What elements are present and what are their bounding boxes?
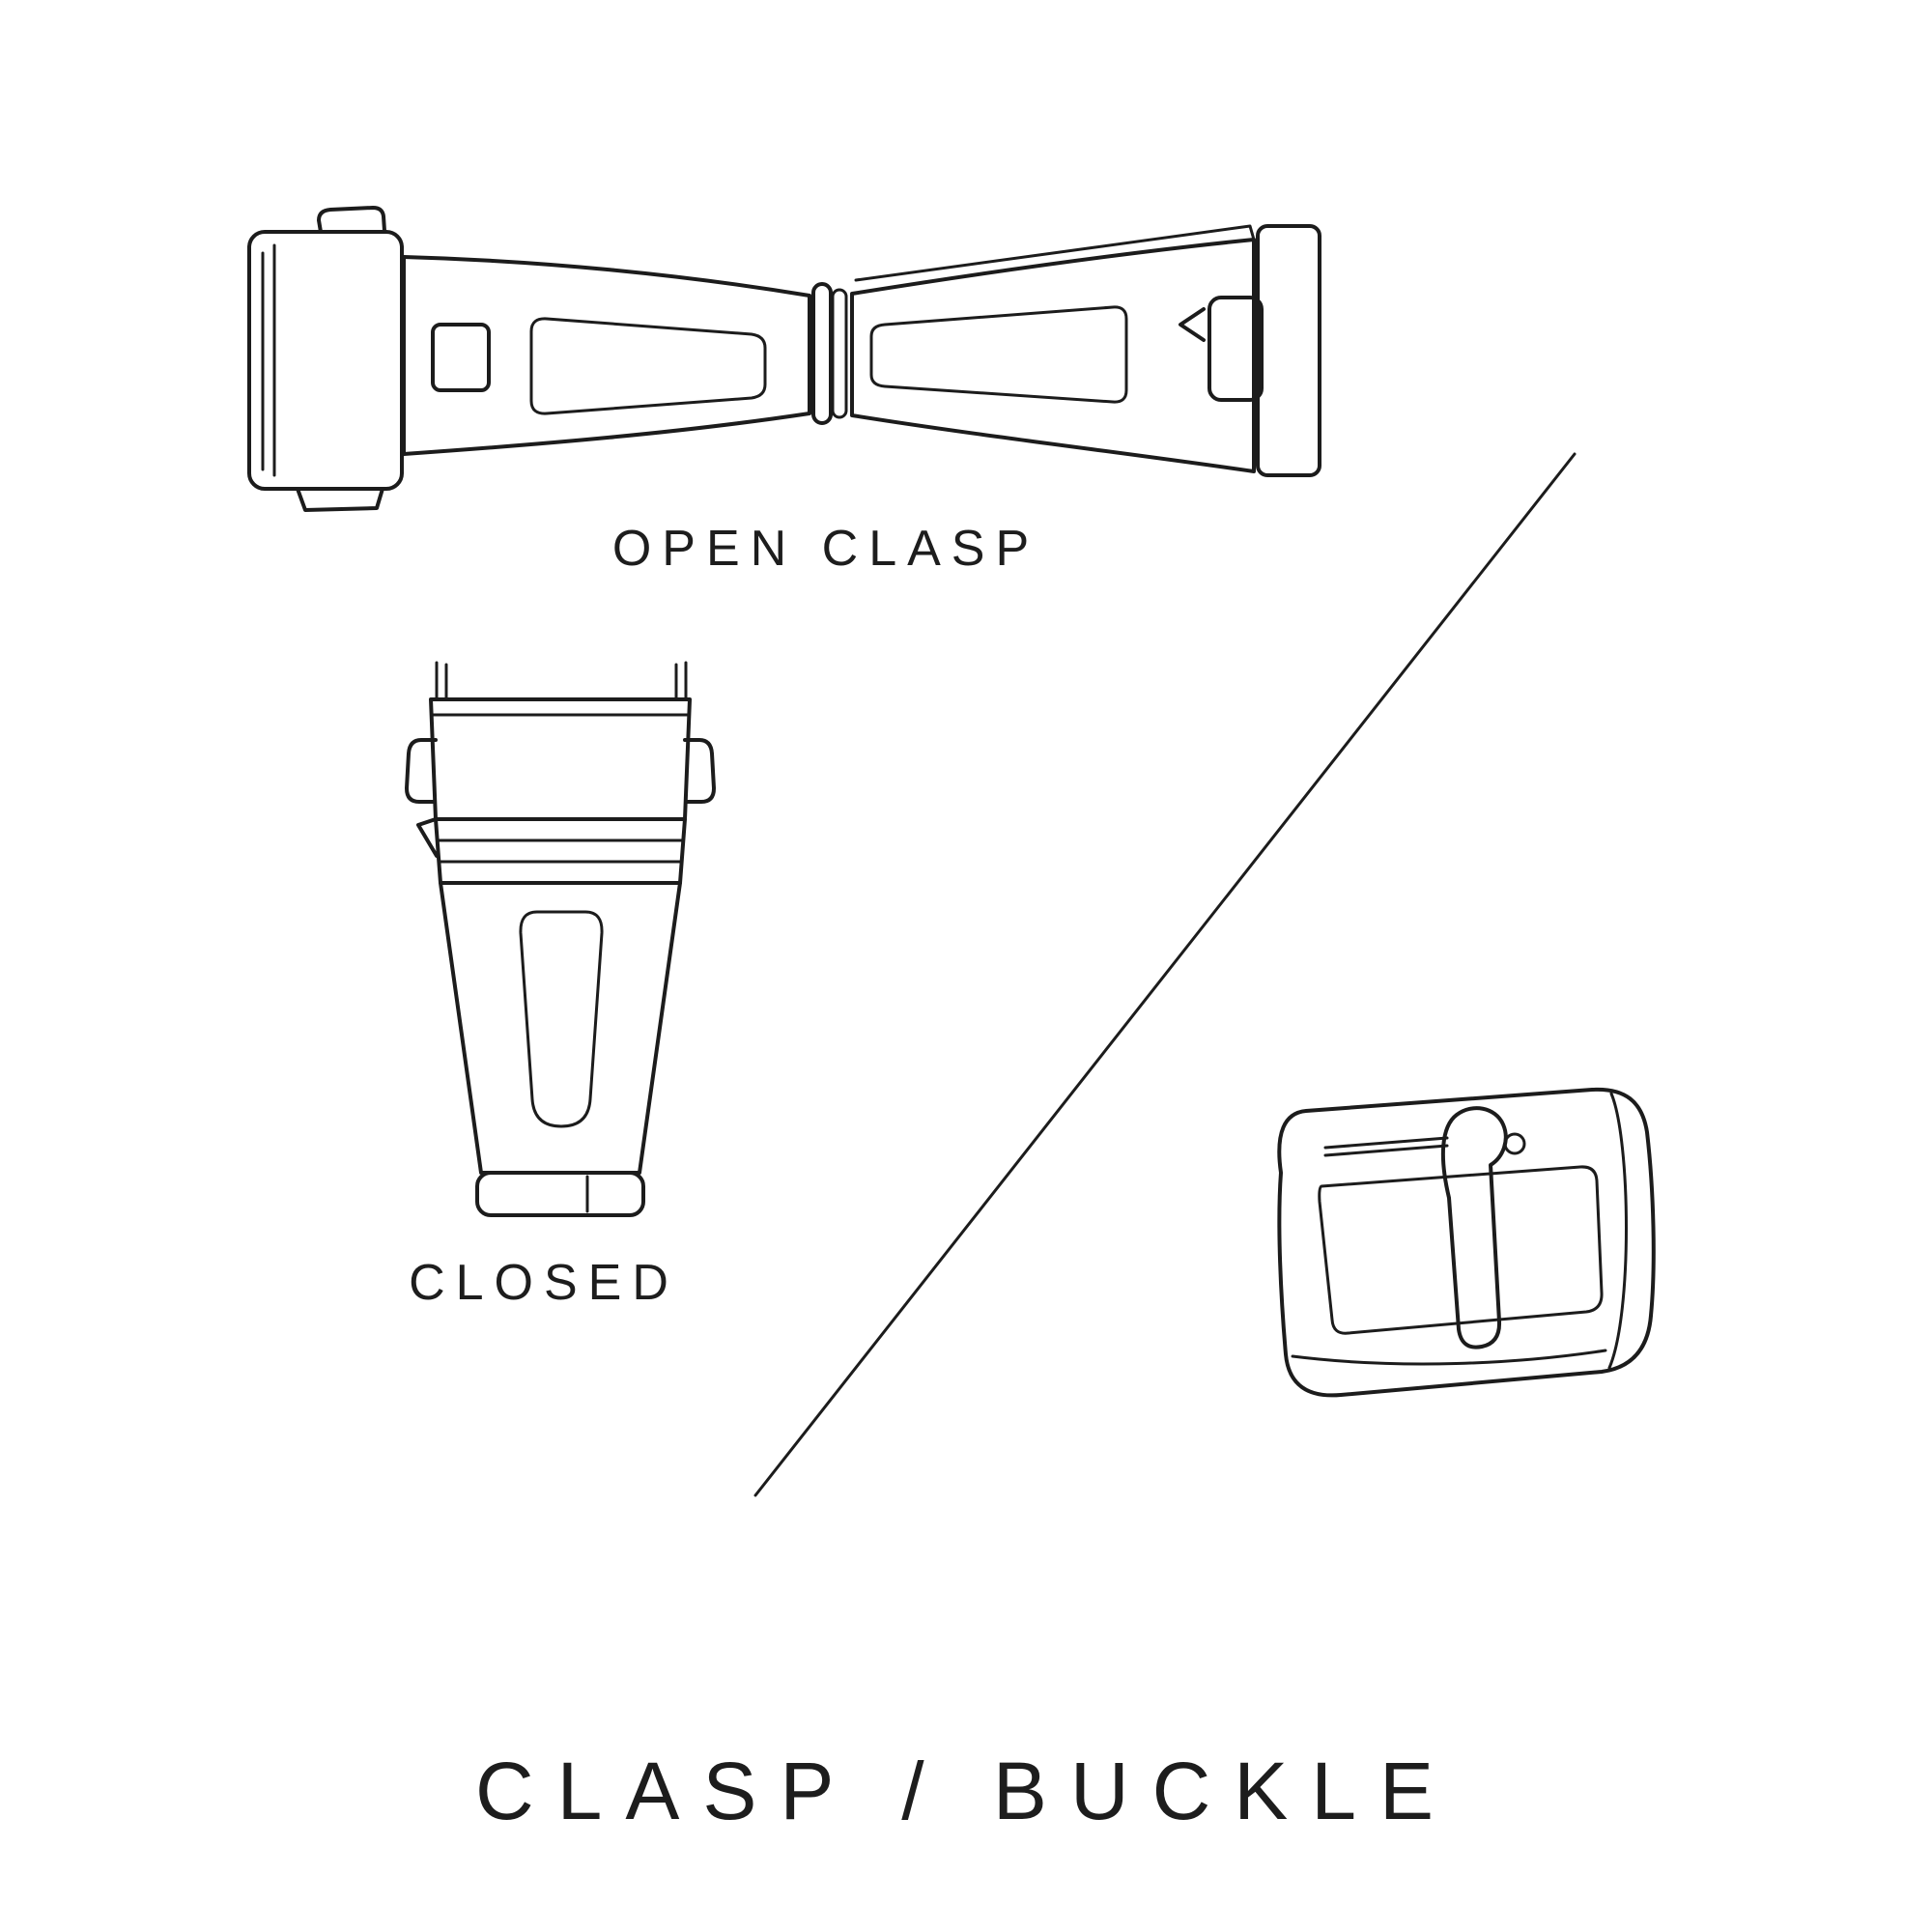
diagonal-divider-line [753, 452, 1577, 1497]
open-clasp-left-arm [402, 255, 811, 456]
closed-clasp-fold-band [434, 817, 687, 885]
open-clasp-label: OPEN CLASP [611, 521, 1040, 577]
open-clasp-right-arm [850, 238, 1256, 473]
closed-clasp-top-block [429, 697, 692, 821]
closed-clasp-illustration [405, 661, 716, 1217]
buckle-spring-bar [1323, 1144, 1449, 1157]
open-clasp-left-endpiece [247, 230, 404, 491]
buckle-illustration [1277, 1087, 1656, 1398]
open-clasp-illustration [247, 206, 1321, 512]
open-clasp-right-endpiece [1256, 224, 1321, 477]
closed-clasp-label: CLOSED [409, 1255, 679, 1311]
buckle-opening [1318, 1165, 1604, 1335]
open-clasp-hinge [811, 282, 833, 425]
buckle-frame [1277, 1087, 1656, 1398]
closed-clasp-bottom-bar [475, 1171, 645, 1217]
closed-clasp-body [439, 881, 682, 1175]
page-title: CLASP / BUCKLE [474, 1746, 1458, 1836]
buckle-tongue [1440, 1106, 1508, 1350]
